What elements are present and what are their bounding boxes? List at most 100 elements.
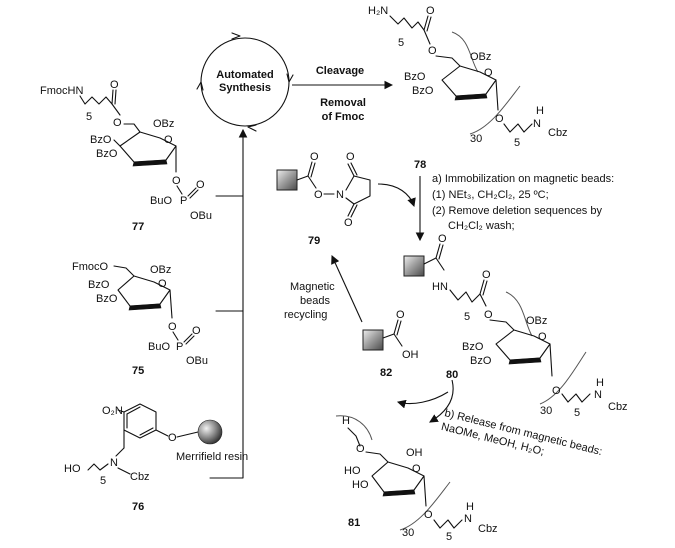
hn-80: HN <box>432 281 448 293</box>
cond-a-2: (2) Remove deletion sequences by <box>432 205 602 217</box>
ring-o-77: O <box>164 134 173 146</box>
carbonyl-o-79: O <box>310 151 319 163</box>
recycling-3: recycling <box>284 309 327 321</box>
obu-77: OBu <box>190 210 212 222</box>
benzene-76 <box>123 403 157 439</box>
compound-80: O HN 5 O O OBz O BzO BzO 30 O 5 H N Cbz … <box>403 233 628 419</box>
n-80: N <box>594 389 602 401</box>
bzo-78-b: BzO <box>412 85 434 97</box>
h2n-label: H₂N <box>368 5 388 17</box>
obz-77-a: OBz <box>153 118 174 130</box>
merrifield-resin-bead <box>197 419 223 445</box>
79-to-80-arrow <box>377 183 416 208</box>
phosphorus-75: P <box>176 341 183 353</box>
fmochn-label: FmocHN <box>40 85 83 97</box>
n-78: N <box>533 118 541 130</box>
five-78b: 5 <box>514 137 520 149</box>
chain-77 <box>79 95 113 105</box>
compound-77: FmocHN 5 O O OBz O BzO BzO O P O BuO OBu… <box>40 79 212 233</box>
o-81: O <box>424 509 433 521</box>
bead-80 <box>403 255 425 277</box>
succ-o-top: O <box>346 151 355 163</box>
buo-75: BuO <box>148 341 170 353</box>
obz-80: OBz <box>526 315 547 327</box>
obu-75: OBu <box>186 355 208 367</box>
polymer-bracket-78-top <box>451 31 479 73</box>
cond-a-1: (1) NEt₃, CH₂Cl₂, 25 ºC; <box>432 189 549 201</box>
cond-a-title: a) Immobilization on magnetic beads: <box>432 173 614 185</box>
compound-76-label: 76 <box>132 501 144 513</box>
bead-79 <box>276 169 298 191</box>
oh-81: OH <box>406 447 423 459</box>
anomeric-o-77: O <box>172 175 181 187</box>
h-80: H <box>596 377 604 389</box>
polymer-bracket-80-bottom <box>539 351 587 405</box>
bead-82 <box>362 329 384 351</box>
ether-o-76: O <box>168 432 177 444</box>
cbz-78: Cbz <box>548 127 568 139</box>
h-81b: H <box>466 501 474 513</box>
five-80b: 5 <box>574 407 580 419</box>
ho-81-b: HO <box>352 479 369 491</box>
cycle-arrow-top <box>231 32 241 40</box>
compound-82-label: 82 <box>380 367 392 379</box>
five-81: 5 <box>446 531 452 543</box>
removal-label-1: Removal <box>320 97 366 109</box>
compound-81-label: 81 <box>348 517 360 529</box>
polymer-bracket-78-bottom <box>469 85 521 135</box>
release-arrow <box>429 379 454 423</box>
h-78: H <box>536 105 544 117</box>
compound-78-label: 78 <box>414 159 426 171</box>
cleavage-step: Cleavage Removal of Fmoc <box>292 65 394 123</box>
ester-o-80: O <box>484 309 493 321</box>
carbonyl-o-82: O <box>396 309 405 321</box>
ester-o-77: O <box>113 117 122 129</box>
feed-lines <box>209 128 248 479</box>
thirty-80: 30 <box>540 405 552 417</box>
po-77: O <box>196 179 205 191</box>
bzo-75-b: BzO <box>96 293 118 305</box>
immobilization-step: a) Immobilization on magnetic beads: (1)… <box>415 173 614 242</box>
ho-76: HO <box>64 463 81 475</box>
o-80: O <box>552 385 561 397</box>
bzo-75-a: BzO <box>88 279 110 291</box>
obz-78: OBz <box>470 51 491 63</box>
cbz-81: Cbz <box>478 523 498 535</box>
o-78: O <box>495 113 504 125</box>
compound-77-label: 77 <box>132 221 144 233</box>
ester-o-78: O <box>428 45 437 57</box>
removal-label-2: of Fmoc <box>322 111 365 123</box>
compound-82: O OH 82 <box>362 309 419 379</box>
carbonyl-o-80b: O <box>482 269 491 281</box>
cycle-title-2: Synthesis <box>219 82 271 94</box>
recycling-2: beads <box>300 295 330 307</box>
cleavage-label: Cleavage <box>316 65 364 77</box>
cycle-arrow-bottom <box>247 124 257 132</box>
carbonyl-o-78: O <box>426 5 435 17</box>
cycle-arrow-left <box>196 81 204 91</box>
cond-a-3: CH₂Cl₂ wash; <box>448 220 515 232</box>
thirty-78: 30 <box>470 133 482 145</box>
synthesis-cycle: Automated Synthesis <box>196 32 294 132</box>
bzo-77-b: BzO <box>96 148 118 160</box>
obz-75: OBz <box>150 264 171 276</box>
recycling-1: Magnetic <box>290 281 335 293</box>
cycle-arrow-right <box>286 73 294 83</box>
polymer-bracket-81-top <box>335 415 373 441</box>
cbz-80: Cbz <box>608 401 628 413</box>
bzo-77-a: BzO <box>90 134 112 146</box>
compound-76: O₂N O Merrifield resin N Cbz 5 HO 76 <box>64 403 248 513</box>
h-81: H <box>342 415 350 427</box>
release-step: b) Release from magnetic beads: NaOMe, M… <box>396 379 603 458</box>
o-79: O <box>314 189 323 201</box>
bzo-80-a: BzO <box>462 341 484 353</box>
oh-82: OH <box>402 349 419 361</box>
five-80: 5 <box>464 311 470 323</box>
phosphorus-77: P <box>180 195 187 207</box>
anomeric-o-75: O <box>168 321 177 333</box>
recycling-arrow <box>331 254 363 323</box>
succ-o-bottom: O <box>344 217 353 229</box>
ho-81-a: HO <box>344 465 361 477</box>
release-to-82-arrow <box>396 391 449 409</box>
compound-80-label: 80 <box>446 369 458 381</box>
